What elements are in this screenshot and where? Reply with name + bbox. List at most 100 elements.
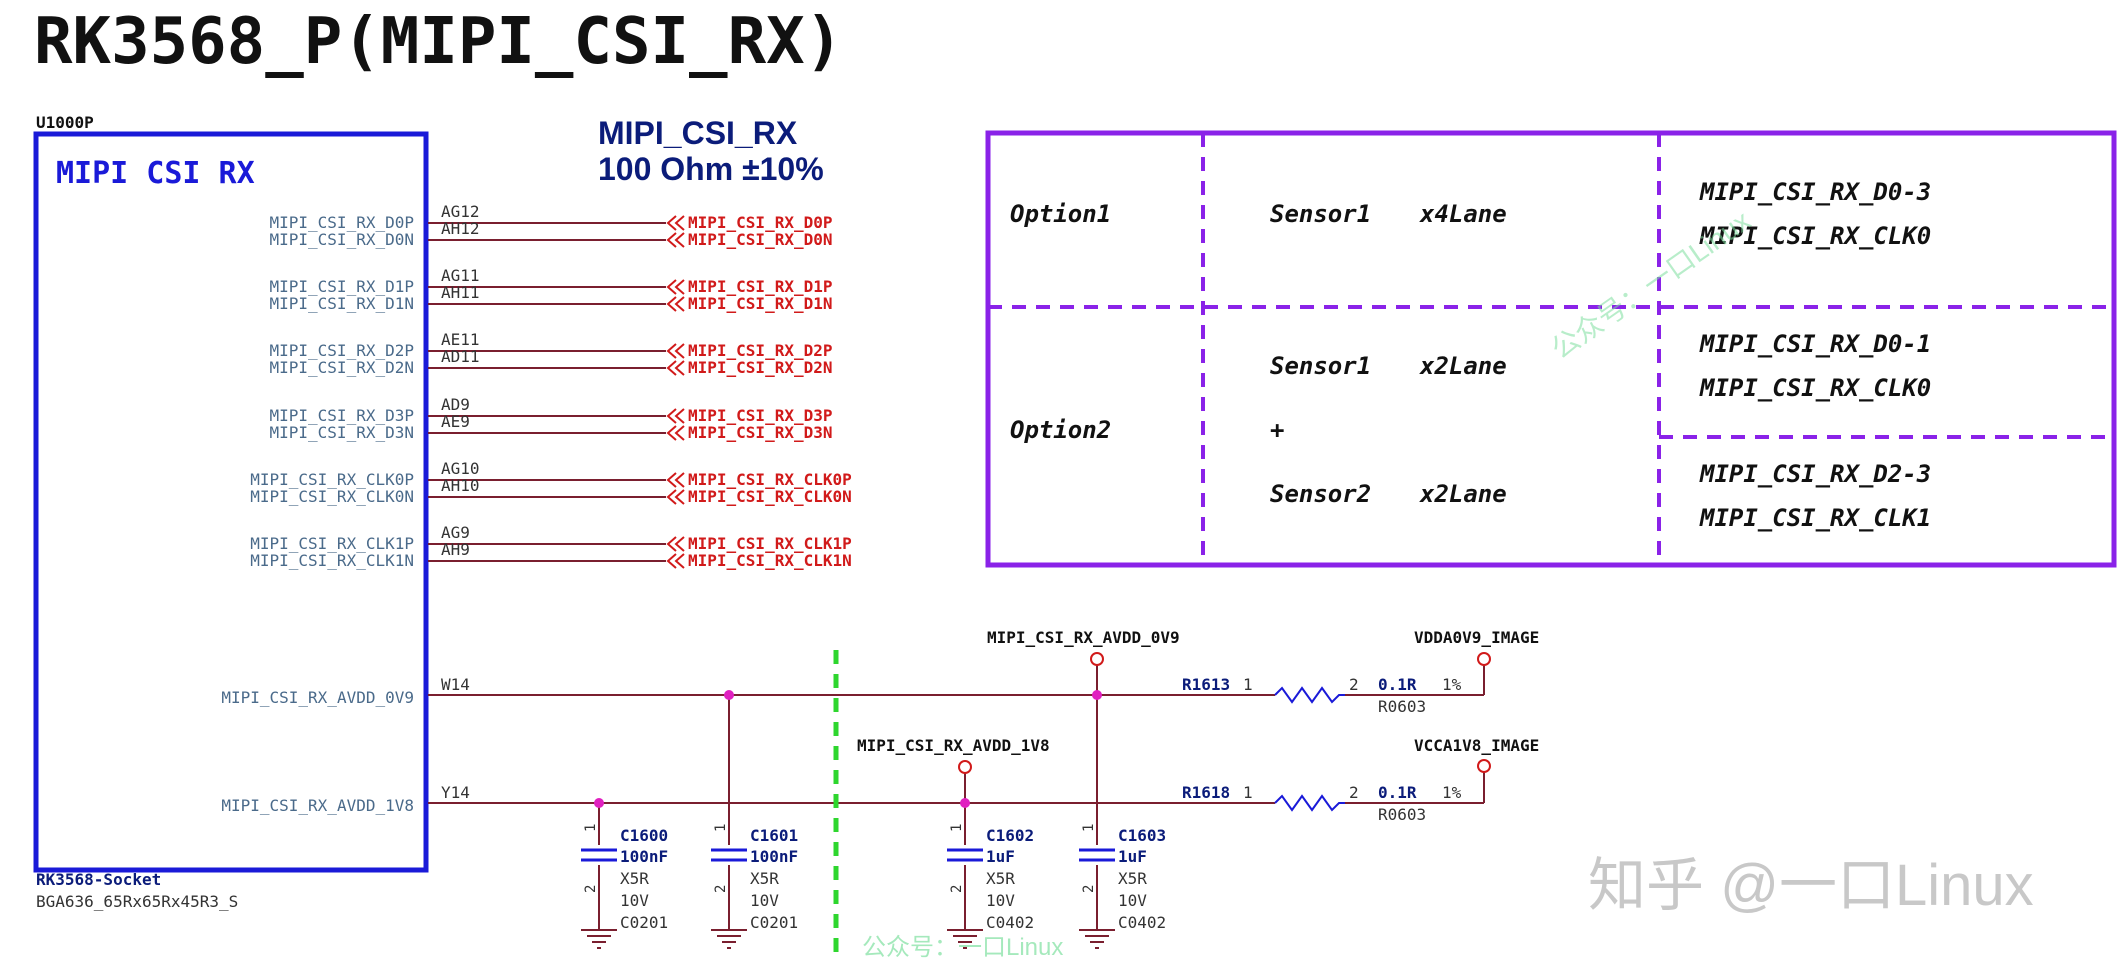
- resistor-r1618: R1618 1 2 0.1R 1% R0603: [1182, 783, 1462, 824]
- net-arrow: [674, 472, 685, 488]
- cap-dielectric: X5R: [750, 869, 779, 888]
- pin-name: MIPI_CSI_RX_D0P: [270, 213, 415, 232]
- resistor-r1618-symbol: [1274, 794, 1345, 812]
- chip-box: [33, 131, 429, 873]
- pin-name: MIPI_CSI_RX_D1N: [270, 294, 415, 313]
- resistor-pin2: 2: [1349, 675, 1359, 694]
- net-arrow: [666, 360, 677, 376]
- cap-pin2: 2: [949, 885, 965, 893]
- net-label: MIPI_CSI_RX_CLK1P: [688, 534, 852, 553]
- cap-ref: C1600: [620, 826, 668, 845]
- impedance-value: 100 Ohm ±10%: [598, 151, 824, 187]
- net-label: MIPI_CSI_RX_D2P: [688, 341, 833, 360]
- cap-pin2: 2: [713, 885, 729, 893]
- cap-value: 100nF: [620, 847, 668, 866]
- resistor-r1613-symbol: [1274, 686, 1345, 704]
- pin-number: AG10: [441, 459, 480, 478]
- cap-voltage: 10V: [986, 891, 1015, 910]
- option2-signal-data01: MIPI_CSI_RX_D0-1: [1699, 330, 1931, 358]
- pin-name: MIPI_CSI_RX_AVDD_1V8: [221, 796, 414, 815]
- net-label: MIPI_CSI_RX_D1N: [688, 294, 833, 313]
- power-wires: [428, 665, 1485, 930]
- resistor-ref: R1613: [1182, 675, 1230, 694]
- cap-pin2: 2: [583, 885, 599, 893]
- pin-name: MIPI_CSI_RX_D0N: [270, 230, 415, 249]
- junctions: [594, 690, 1102, 808]
- pin-name: MIPI_CSI_RX_CLK1N: [250, 551, 414, 570]
- watermark-wechat-bottom: 公众号：一口Linux: [862, 934, 1063, 961]
- cap-pin1: 1: [583, 824, 599, 832]
- ground-symbol: [581, 929, 617, 949]
- pin-number: AD11: [441, 347, 480, 366]
- option1-label: Option1: [1010, 200, 1111, 228]
- pin-number: AH11: [441, 283, 480, 302]
- pin-name: MIPI_CSI_RX_AVDD_0V9: [221, 688, 414, 707]
- pin-name: MIPI_CSI_RX_CLK0N: [250, 487, 414, 506]
- pin-name: MIPI_CSI_RX_CLK0P: [250, 470, 414, 489]
- option2-signal-clk0: MIPI_CSI_RX_CLK0: [1699, 374, 1931, 402]
- pin-number: AH10: [441, 476, 480, 495]
- pin-number: AH9: [441, 540, 470, 559]
- pin-number: AD9: [441, 395, 470, 414]
- pin-name: MIPI_CSI_RX_D2N: [270, 358, 415, 377]
- signal-pins: MIPI_CSI_RX_D0PAG12MIPI_CSI_RX_D0PMIPI_C…: [250, 202, 852, 570]
- resistor-package: R0603: [1378, 805, 1426, 824]
- ground-symbols: [581, 929, 1115, 949]
- cap-dielectric: X5R: [1118, 869, 1147, 888]
- cap-pin1: 1: [949, 824, 965, 832]
- option2-signal-clk1: MIPI_CSI_RX_CLK1: [1699, 504, 1931, 532]
- cap-value: 1uF: [1118, 847, 1147, 866]
- power-pin-1v8: MIPI_CSI_RX_AVDD_1V8 Y14: [221, 783, 470, 815]
- net-arrow: [674, 279, 685, 295]
- ground-symbol: [947, 929, 983, 949]
- net-label: MIPI_CSI_RX_D1P: [688, 277, 833, 296]
- pin-number: AE11: [441, 330, 480, 349]
- option2-plus: +: [1270, 416, 1284, 444]
- net-label: MIPI_CSI_RX_CLK0P: [688, 470, 852, 489]
- net-label-avdd-1v8: MIPI_CSI_RX_AVDD_1V8: [857, 736, 1050, 755]
- resistor-ref: R1618: [1182, 783, 1230, 802]
- net-arrow: [674, 408, 685, 424]
- net-arrow: [674, 215, 685, 231]
- chip-footer-socket: RK3568-Socket: [36, 870, 161, 889]
- cap-value: 1uF: [986, 847, 1015, 866]
- pin-number: Y14: [441, 783, 470, 802]
- cap-pin1: 1: [1081, 824, 1097, 832]
- option1-signal-data: MIPI_CSI_RX_D0-3: [1699, 178, 1931, 206]
- net-arrow: [666, 296, 677, 312]
- option2-sensor2: Sensor2: [1270, 480, 1371, 508]
- net-label-vdda-0v9: VDDA0V9_IMAGE: [1414, 628, 1539, 647]
- capacitors: 12C1600100nFX5R10VC020112C1601100nFX5R10…: [581, 824, 1166, 932]
- net-arrow: [666, 232, 677, 248]
- net-port-avdd-1v8: [958, 760, 972, 774]
- net-label-vcca-1v8: VCCA1V8_IMAGE: [1414, 736, 1539, 755]
- impedance-label: MIPI_CSI_RX: [598, 115, 798, 151]
- pin-number: AG12: [441, 202, 480, 221]
- resistor-pin2: 2: [1349, 783, 1359, 802]
- cap-package: C0201: [620, 913, 668, 932]
- pin-name: MIPI_CSI_RX_D3N: [270, 423, 415, 442]
- net-label: MIPI_CSI_RX_D2N: [688, 358, 833, 377]
- net-label: MIPI_CSI_RX_CLK1N: [688, 551, 852, 570]
- option2-signal-data23: MIPI_CSI_RX_D2-3: [1699, 460, 1931, 488]
- net-label: MIPI_CSI_RX_D0N: [688, 230, 833, 249]
- net-arrow: [674, 296, 685, 312]
- net-port-avdd-0v9: [1090, 652, 1104, 666]
- resistor-tolerance: 1%: [1442, 783, 1462, 802]
- options-table: Option1 Sensor1 x4Lane MIPI_CSI_RX_D0-3 …: [985, 130, 2117, 568]
- option2-lanes2: x2Lane: [1419, 480, 1507, 508]
- net-arrow: [674, 489, 685, 505]
- cap-pin1: 1: [713, 824, 729, 832]
